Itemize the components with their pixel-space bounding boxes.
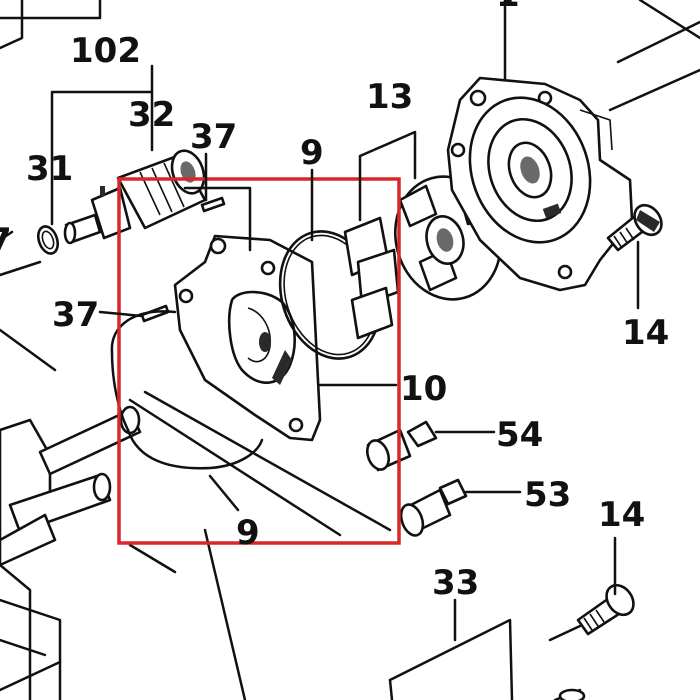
pin-37-upper: [200, 196, 226, 213]
label-13: 13: [366, 77, 413, 117]
label-14-upper: 14: [622, 313, 669, 353]
label-53: 53: [524, 475, 571, 515]
o-ring-9-lower: [110, 310, 264, 470]
hose-fitting-53: [399, 478, 468, 537]
label-9-upper: 9: [300, 133, 324, 173]
label-7-partial: 7: [0, 221, 12, 261]
bolt-14-upper: [606, 203, 663, 252]
label-1-partial: 1: [496, 0, 520, 15]
label-37-upper: 37: [190, 117, 237, 157]
o-ring-31: [36, 225, 60, 255]
cover-plate-33: [388, 618, 514, 700]
callout-labels: 102 32 37 31 9 13 37 14 10 54 53 9 14 33…: [0, 0, 669, 603]
left-pipe-assembly: [0, 405, 142, 700]
bolt-14-lower: [576, 583, 635, 636]
label-10: 10: [400, 369, 447, 409]
label-102: 102: [70, 31, 141, 71]
label-14-lower: 14: [598, 495, 645, 535]
leader-lines: [0, 0, 640, 642]
label-33: 33: [432, 563, 479, 603]
label-37-lower: 37: [52, 295, 99, 335]
label-31: 31: [26, 149, 73, 189]
label-32: 32: [128, 95, 175, 135]
drive-shaft-assembly: [63, 149, 207, 245]
label-9-lower: 9: [236, 513, 260, 553]
highlight-box: [117, 177, 401, 545]
pump-housing: [446, 76, 634, 292]
label-54: 54: [496, 415, 543, 455]
